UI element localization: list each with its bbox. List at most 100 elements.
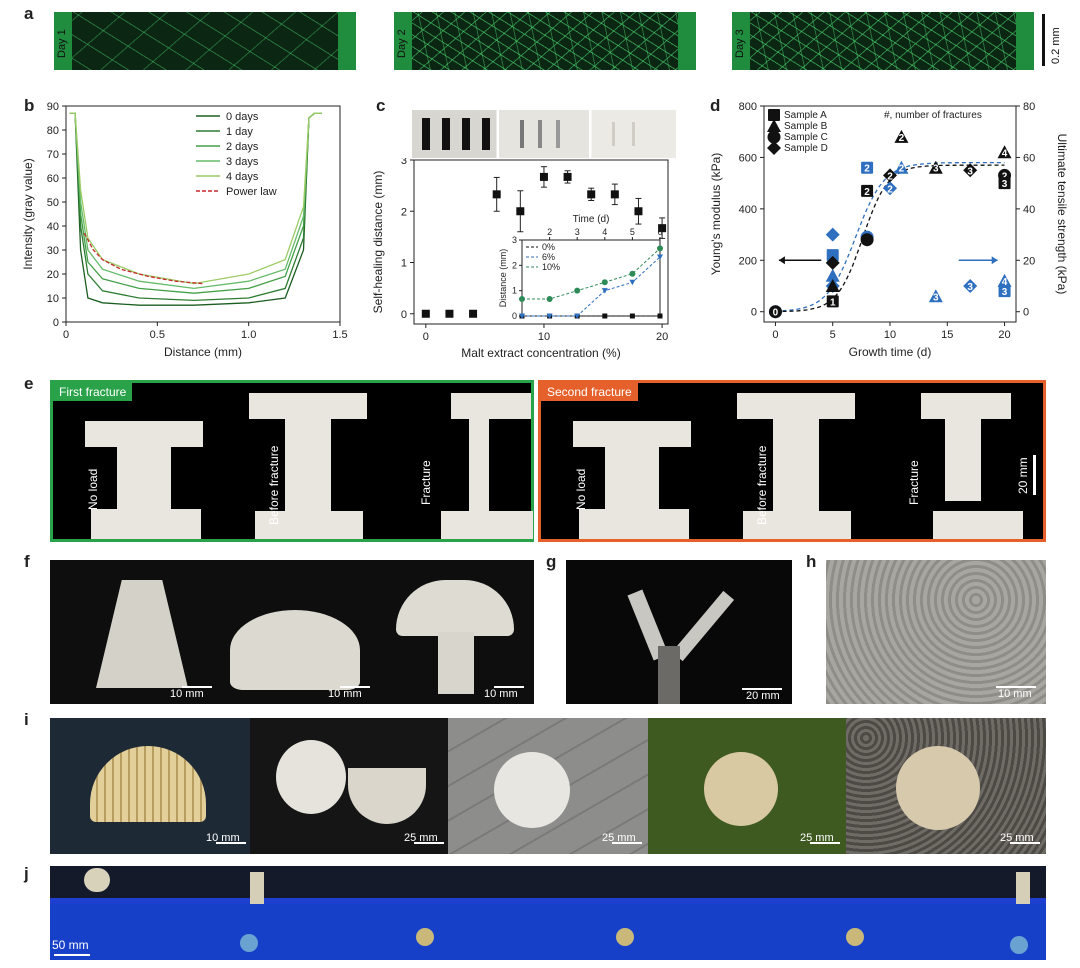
modulus-point [861, 184, 874, 197]
legend-entry: 4 days [226, 171, 259, 183]
healing-photo-strip [412, 110, 676, 158]
y-tick-label: 90 [47, 101, 59, 113]
panel-label-a: a [24, 4, 34, 23]
series-line [69, 112, 322, 285]
scale-bar-a [1042, 14, 1045, 66]
inset-legend-entry: 0% [542, 242, 555, 252]
inset-point [546, 313, 553, 319]
fracture-label-2: Fracture [907, 460, 921, 505]
data-point [445, 309, 454, 318]
y-tick-label: 10 [47, 293, 59, 305]
fracture-count-label: 3 [933, 292, 939, 303]
data-point [634, 207, 643, 216]
scale-label-f2: 10 mm [328, 688, 362, 700]
fracture-count-label: 0 [773, 308, 779, 319]
printed-objects-photo-f: 10 mm 10 mm 10 mm [50, 560, 534, 704]
scale-bar-h [996, 686, 1036, 688]
series-line [69, 112, 322, 302]
scale-bar-e [1033, 455, 1036, 495]
legend-entry: Sample C [784, 132, 828, 143]
x-tick-label: 10 [884, 329, 896, 341]
strength-point [963, 279, 978, 293]
y2-tick-label: 20 [1023, 255, 1035, 267]
modulus-point [825, 279, 840, 292]
x-tick-label: 0 [423, 331, 429, 343]
legend-marker [767, 141, 781, 155]
legend-entry: 1 day [226, 126, 253, 138]
x-tick-label: 15 [941, 329, 953, 341]
scale-label-i5: 25 mm [1000, 832, 1034, 844]
before-fracture-label-1: Before fracture [267, 445, 281, 525]
modulus-point [768, 305, 782, 319]
inset-point [657, 245, 663, 252]
inset-x-label: Time (d) [573, 214, 610, 225]
day3-label: Day 3 [734, 29, 746, 58]
inset-point [657, 254, 663, 260]
x-tick-label: 0 [772, 329, 778, 341]
data-point [587, 190, 596, 199]
y-tick-label: 0 [751, 307, 757, 319]
y-tick-label: 80 [47, 125, 59, 137]
scale-label-i2: 25 mm [404, 832, 438, 844]
modulus-point [963, 163, 978, 178]
panel-label-b: b [24, 96, 35, 115]
y-axis-label: Self-healing distance (mm) [371, 171, 385, 314]
microscopy-day3-image: Day 3 [732, 12, 1034, 70]
first-fracture-label: First fracture [53, 383, 133, 401]
strength-point [998, 285, 1011, 298]
legend-note: #, number of fractures [884, 110, 982, 121]
fracture-count-label: 1 [830, 297, 836, 308]
panel-label-d: d [710, 96, 721, 115]
first-fracture-photo: First fracture No load Before fracture F… [50, 380, 534, 542]
y-tick-label: 800 [739, 101, 757, 113]
x-tick-label: 0 [63, 329, 69, 341]
y-tick-label: 20 [47, 269, 59, 281]
scale-bar-f1 [182, 686, 212, 688]
legend-entry: 2 days [226, 141, 259, 153]
legend-entry: Power law [226, 186, 277, 198]
y-tick-label: 200 [739, 255, 757, 267]
inset-point [574, 287, 581, 294]
fracture-count-label: 3 [967, 282, 973, 293]
series-line [83, 232, 204, 285]
fracture-count-label: 4 [1002, 148, 1008, 159]
fracture-count-label: 2 [864, 164, 870, 175]
panel-label-f: f [24, 552, 30, 571]
surface-droplets-photo-h: 10 mm [826, 560, 1046, 704]
legend-marker [767, 130, 781, 144]
left-axis-arrowhead [778, 256, 785, 265]
right-axis-arrowhead [991, 256, 998, 265]
panel-label-c: c [376, 96, 386, 115]
scale-label-i4: 25 mm [800, 832, 834, 844]
day2-label: Day 2 [396, 29, 408, 58]
x-axis-label: Growth time (d) [849, 345, 932, 359]
panel-label-i: i [24, 710, 29, 729]
inset-point [574, 313, 581, 319]
scale-label-e: 20 mm [1016, 457, 1030, 494]
second-fracture-photo: Second fracture No load Before fracture … [538, 380, 1046, 542]
legend-marker [767, 119, 781, 132]
x-axis-label: Distance (mm) [164, 345, 242, 359]
inset-y-tick-label: 0 [512, 311, 517, 321]
ball-gravel-photo-i5: 25 mm [846, 718, 1046, 854]
scale-bar-j [54, 954, 90, 956]
no-load-label-2: No load [574, 468, 588, 510]
y-axis-label: Intensity (gray value) [21, 158, 35, 269]
modulus-point [860, 233, 874, 247]
y2-tick-label: 0 [1023, 307, 1029, 319]
inset-point [629, 270, 636, 277]
scale-label-f3: 10 mm [484, 688, 518, 700]
y-tick-label: 30 [47, 245, 59, 257]
panel-label-e: e [24, 374, 34, 393]
y-tick-label: 0 [53, 317, 59, 329]
y2-tick-label: 80 [1023, 101, 1035, 113]
modulus-point [997, 145, 1012, 159]
x-tick-label: 20 [998, 329, 1010, 341]
inset-point [601, 279, 608, 286]
ball-grass-photo-i4: 25 mm [648, 718, 846, 854]
y2-tick-label: 60 [1023, 152, 1035, 164]
fracture-count-label: 3 [967, 166, 973, 177]
dome-photo-i1: 10 mm [50, 718, 250, 854]
legend-entry: 3 days [226, 156, 259, 168]
strength-point [883, 181, 897, 196]
